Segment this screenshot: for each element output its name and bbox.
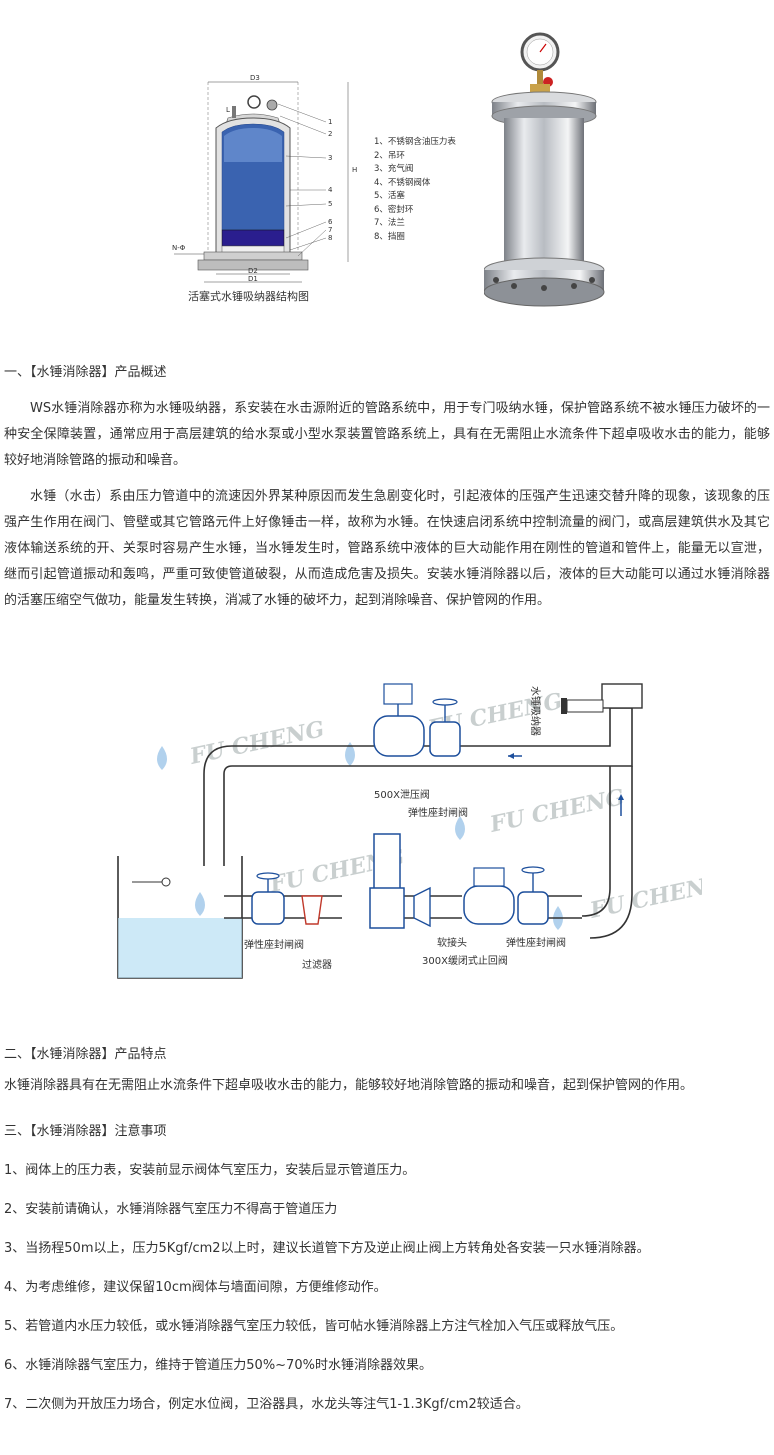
section1-title: 一、【水锤消除器】产品概述	[4, 365, 167, 380]
note-item: 1、阀体上的压力表，安装前显示阀体气室压力，安装后显示管道压力。	[4, 1163, 416, 1178]
label-check-valve: 300X缓闭式止回阀	[422, 954, 508, 967]
dim-n: N-Φ	[172, 244, 186, 252]
label-right-gate-valve: 弹性座封闸阀	[506, 936, 566, 949]
note-item: 2、安装前请确认，水锤消除器气室压力不得高于管道压力	[4, 1202, 338, 1217]
structure-drawing: D3 L N-Φ D2 D1 H 1 2 3 4 5 6 7 8 活塞式水锤吸纳…	[172, 74, 357, 303]
parts-legend: 1、不锈钢含油压力表 2、吊环 3、充气阀 4、不锈钢阀体 5、活塞 6、密封环…	[374, 136, 456, 244]
note-item: 7、二次侧为开放压力场合，例定水位阀，卫浴器具，水龙头等注气1-1.3Kgf/c…	[4, 1397, 529, 1412]
dim-l: L	[226, 106, 230, 114]
structure-caption: 活塞式水锤吸纳器结构图	[188, 289, 309, 303]
dim-d1: D1	[248, 275, 258, 283]
label-filter: 过滤器	[302, 958, 332, 971]
dim-h: H	[352, 166, 357, 174]
label-soft-joint: 软接头	[437, 936, 467, 949]
product-photo	[484, 32, 605, 307]
legend-item: 3、充气阀	[374, 164, 414, 174]
callout-8: 8	[328, 234, 332, 242]
installation-diagram: FU CHENG FU CHENG FU CHENG FU CHENG FU C…	[117, 683, 702, 979]
legend-item: 6、密封环	[374, 204, 414, 215]
callout-6: 6	[328, 218, 333, 226]
legend-item: 8、挡圈	[374, 231, 405, 242]
legend-item: 5、活塞	[374, 191, 405, 201]
watermark: FU CHENG	[187, 716, 327, 770]
callout-3: 3	[328, 154, 332, 162]
watermark: FU CHENG	[487, 784, 627, 838]
legend-item: 1、不锈钢含油压力表	[374, 137, 456, 147]
section2-title: 二、【水锤消除器】产品特点	[4, 1047, 167, 1062]
label-left-gate-valve: 弹性座封闸阀	[244, 938, 304, 951]
label-relief-valve: 500X泄压阀	[374, 788, 430, 801]
legend-item: 4、不锈钢阀体	[374, 177, 431, 188]
callout-7: 7	[328, 226, 332, 234]
dim-d2: D2	[248, 267, 258, 275]
callout-1: 1	[328, 118, 332, 126]
label-top-gate-valve: 弹性座封闸阀	[408, 806, 468, 819]
section1-paragraph-2: 水锤（水击）系由压力管道中的流速因外界某种原因而发生急剧变化时，引起液体的压强产…	[4, 489, 770, 608]
section3-title: 三、【水锤消除器】注意事项	[4, 1124, 167, 1139]
note-item: 4、为考虑维修，建议保留10cm阀体与墙面间隙，方便维修动作。	[4, 1280, 387, 1295]
section1-paragraph-1: WS水锤消除器亦称为水锤吸纳器，系安装在水击源附近的管路系统中，用于专门吸纳水锤…	[4, 401, 770, 468]
callout-2: 2	[328, 130, 332, 138]
watermark: FU CHENG	[587, 870, 702, 924]
dim-d3: D3	[250, 74, 260, 82]
callout-4: 4	[328, 186, 333, 194]
legend-item: 7、法兰	[374, 218, 405, 228]
legend-item: 2、吊环	[374, 150, 405, 161]
note-item: 5、若管道内水压力较低，或水锤消除器气室压力较低，皆可帖水锤消除器上方注气栓加入…	[4, 1319, 624, 1334]
section2-paragraph: 水锤消除器具有在无需阻止水流条件下超卓吸收水击的能力，能够较好地消除管路的振动和…	[4, 1078, 694, 1093]
label-absorber: 水锤吸纳器	[529, 686, 542, 736]
callout-5: 5	[328, 200, 332, 208]
note-item: 3、当扬程50m以上，压力5Kgf/cm2以上时，建议长道管下方及逆止阀止阀上方…	[4, 1241, 650, 1256]
note-item: 6、水锤消除器气室压力，维持于管道压力50%~70%时水锤消除器效果。	[4, 1358, 432, 1373]
